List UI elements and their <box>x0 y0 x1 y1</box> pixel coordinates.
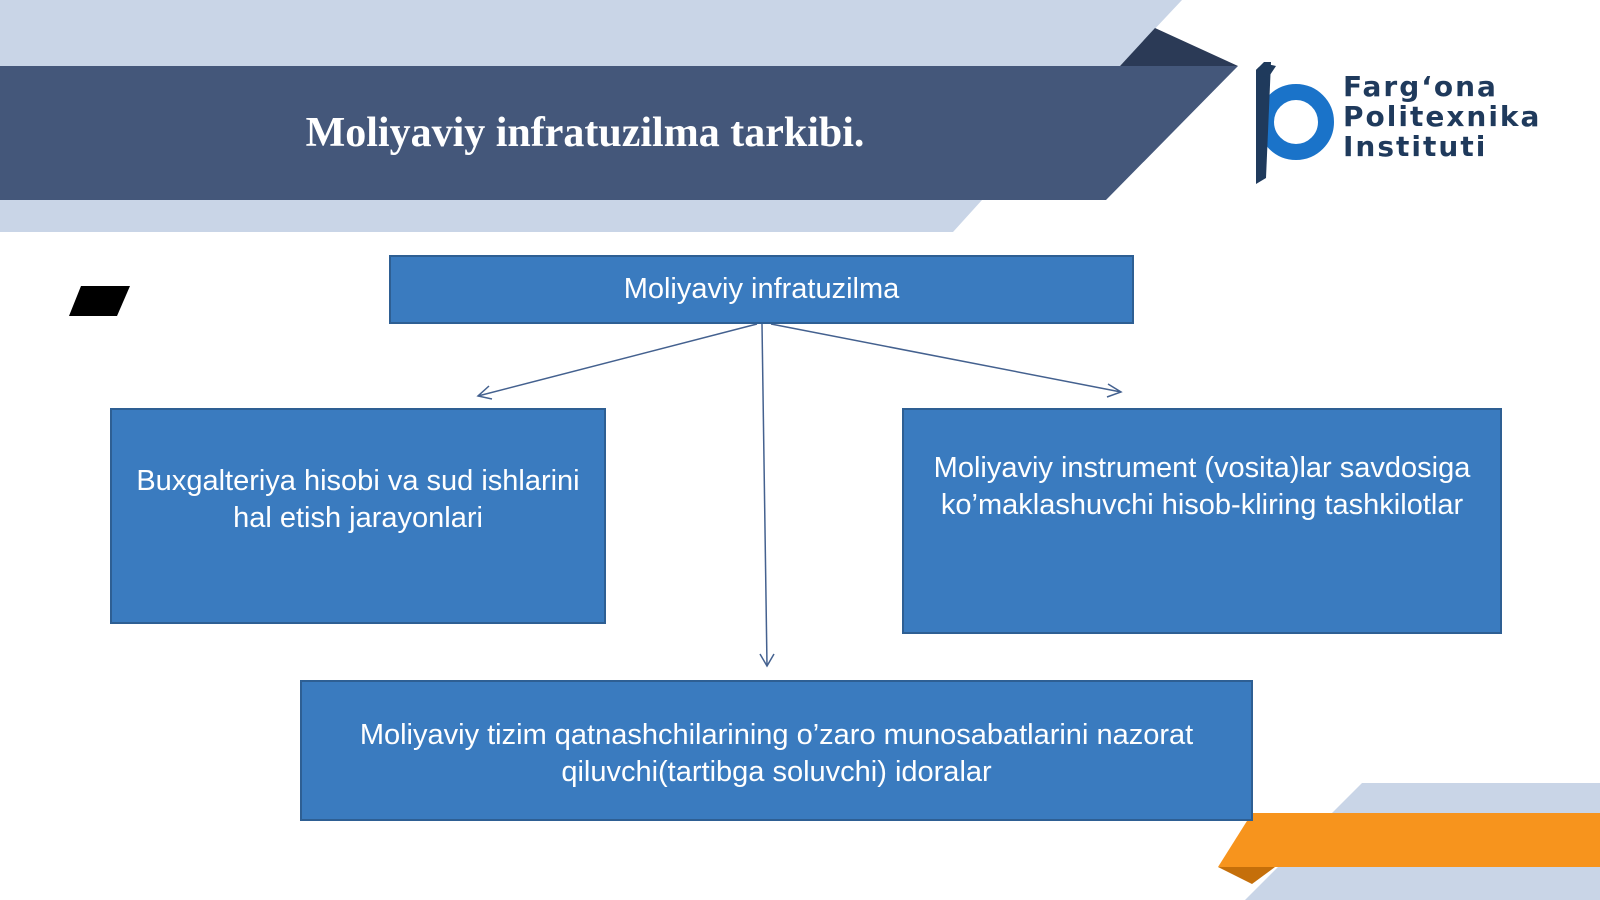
bottom-right-orange-band <box>1218 813 1600 867</box>
institute-logo-text: Farg‘ona Politexnika Instituti <box>1343 72 1541 162</box>
header-band <box>0 66 1238 200</box>
diagram-root-label: Moliyaviy infratuzilma <box>623 273 900 305</box>
logo-ring-icon <box>1258 84 1335 160</box>
lower-light-band <box>0 200 982 232</box>
dark-corner-triangle <box>1120 28 1238 66</box>
arrowhead-bottom <box>759 653 775 668</box>
logo-stem-icon <box>1256 62 1271 184</box>
logo-hook-icon <box>1256 64 1276 78</box>
slide-title: Moliyaviy infratuzilma tarkibi. <box>305 110 865 156</box>
diagram-bottom-label: Moliyaviy tizim qatnashchilarining o’zar… <box>359 719 1194 788</box>
logo-line-3: Instituti <box>1343 130 1488 163</box>
arrowhead-left <box>476 385 493 400</box>
diagram-left-label: Buxgalteriya hisobi va sud ishlarini hal… <box>136 465 580 534</box>
diagram-root-box: Moliyaviy infratuzilma <box>389 255 1134 324</box>
logo-line-1: Farg‘ona <box>1343 70 1498 103</box>
top-light-band <box>0 0 1182 66</box>
diagram-right-label: Moliyaviy instrument (vosita)lar savdosi… <box>933 452 1471 521</box>
arrow-to-bottom <box>761 323 768 667</box>
connectors <box>476 323 1123 668</box>
bullet-marker <box>69 286 130 316</box>
logo-line-2: Politexnika <box>1343 100 1542 133</box>
diagram-right-box: Moliyaviy instrument (vosita)lar savdosi… <box>902 408 1502 634</box>
diagram-left-box: Buxgalteriya hisobi va sud ishlarini hal… <box>110 408 606 624</box>
arrow-to-left <box>477 323 758 397</box>
arrowhead-right <box>1106 383 1123 398</box>
bottom-right-orange-shadow <box>1218 867 1275 884</box>
diagram-bottom-box: Moliyaviy tizim qatnashchilarining o’zar… <box>300 680 1253 821</box>
arrow-to-right <box>770 323 1122 393</box>
institute-logo-mark <box>1256 62 1335 184</box>
